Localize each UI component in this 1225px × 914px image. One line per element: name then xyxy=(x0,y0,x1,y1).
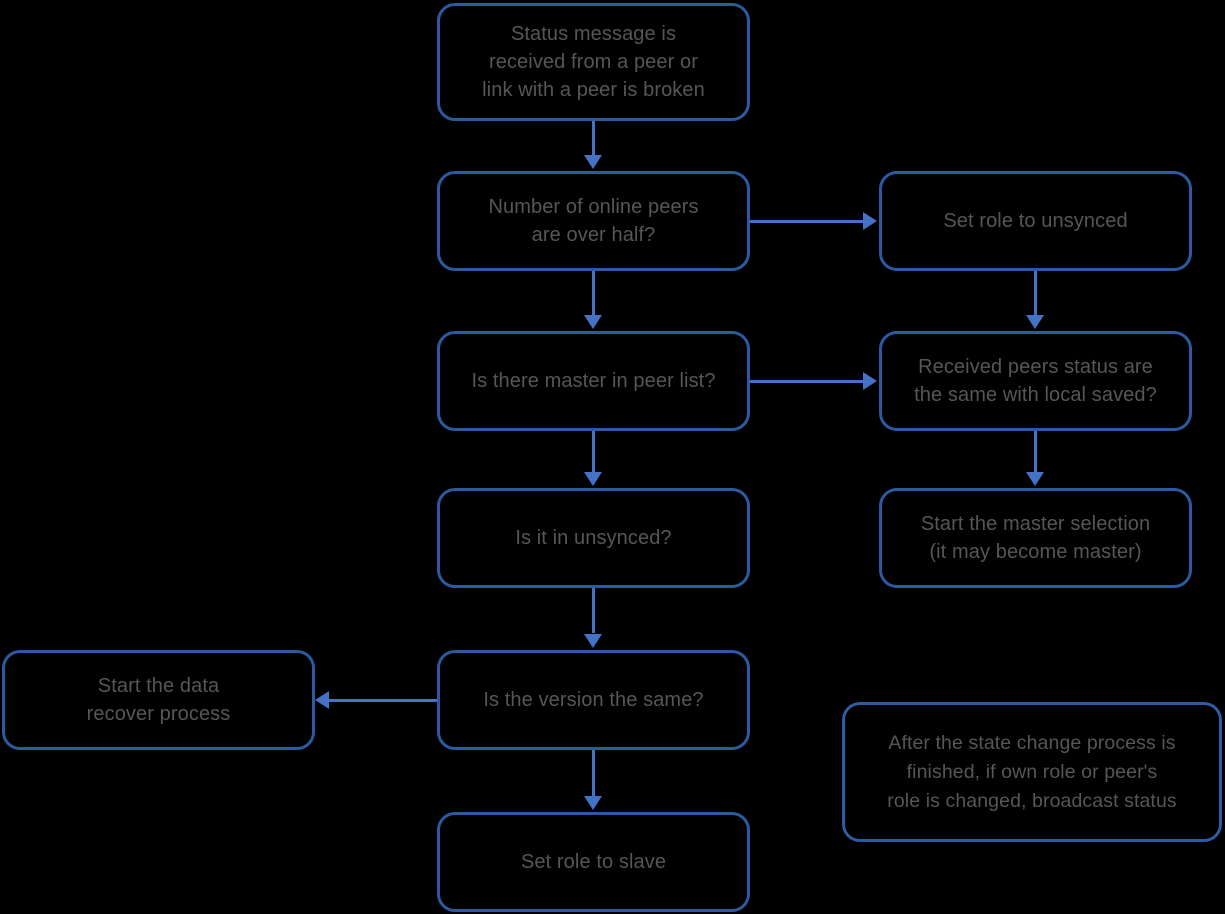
connector-unsynced-check-to-version xyxy=(592,588,595,633)
arrowhead-master-list-to-unsynced-check xyxy=(584,472,602,486)
connector-received-status-to-master-selection xyxy=(1034,431,1037,474)
node-online-peers-over-half[interactable]: Number of online peers are over half? xyxy=(437,171,750,271)
node-is-it-in-unsynced[interactable]: Is it in unsynced? xyxy=(437,488,750,588)
node-label: After the state change process is finish… xyxy=(887,731,1177,812)
node-label: Set role to slave xyxy=(520,851,667,873)
node-label: Start the data recover process xyxy=(86,675,231,725)
connector-online-peers-to-master-list xyxy=(592,271,595,317)
arrowhead-master-list-to-received-status xyxy=(863,372,877,390)
node-is-version-the-same[interactable]: Is the version the same? xyxy=(437,650,750,750)
node-label: Set role to unsynced xyxy=(943,210,1128,232)
arrowhead-version-to-data-recover xyxy=(315,691,329,709)
arrowhead-unsynced-check-to-version xyxy=(584,634,602,648)
node-start-master-selection[interactable]: Start the master selection (it may becom… xyxy=(879,488,1192,588)
node-label: Is the version the same? xyxy=(483,689,704,711)
node-broadcast-status-note[interactable]: After the state change process is finish… xyxy=(842,702,1222,842)
connector-unsynced-to-received-status xyxy=(1034,271,1037,317)
arrowhead-online-peers-to-master-list xyxy=(584,315,602,329)
node-status-message-received[interactable]: Status message is received from a peer o… xyxy=(437,3,750,121)
node-set-role-to-unsynced[interactable]: Set role to unsynced xyxy=(879,171,1192,271)
connector-version-to-slave xyxy=(592,750,595,797)
arrowhead-status-to-online-peers xyxy=(584,155,602,169)
node-label: Start the master selection (it may becom… xyxy=(920,513,1151,563)
node-received-peers-status-same[interactable]: Received peers status are the same with … xyxy=(879,331,1192,431)
connector-master-list-to-received-status xyxy=(750,380,865,383)
node-start-data-recover-process[interactable]: Start the data recover process xyxy=(2,650,315,750)
connector-version-to-data-recover xyxy=(329,699,439,702)
arrowhead-received-status-to-master-selection xyxy=(1026,472,1044,486)
connector-online-peers-to-unsynced xyxy=(750,220,865,223)
connector-status-to-online-peers xyxy=(592,121,595,157)
node-set-role-to-slave[interactable]: Set role to slave xyxy=(437,812,750,912)
node-label: Is there master in peer list? xyxy=(471,370,716,392)
arrowhead-unsynced-to-received-status xyxy=(1026,315,1044,329)
node-label: Status message is received from a peer o… xyxy=(482,23,705,101)
node-label: Number of online peers are over half? xyxy=(488,196,699,246)
arrowhead-online-peers-to-unsynced xyxy=(863,212,877,230)
node-master-in-peer-list[interactable]: Is there master in peer list? xyxy=(437,331,750,431)
node-label: Is it in unsynced? xyxy=(515,527,672,549)
node-label: Received peers status are the same with … xyxy=(914,356,1157,406)
arrowhead-version-to-slave xyxy=(584,796,602,810)
connector-master-list-to-unsynced-check xyxy=(592,431,595,474)
